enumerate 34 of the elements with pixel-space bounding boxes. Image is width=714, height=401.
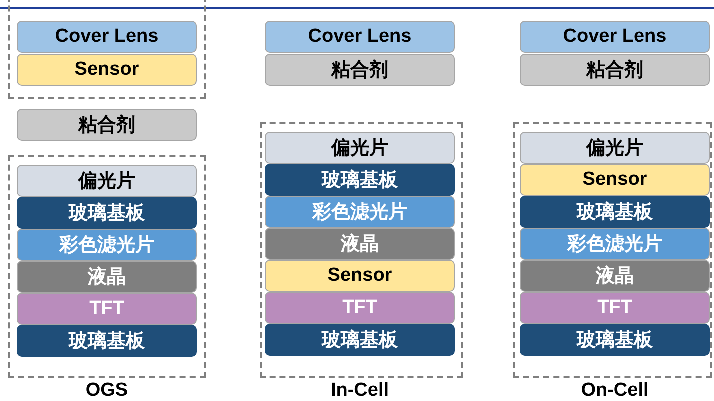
liquid-crystal-layer: 液晶 (520, 260, 710, 292)
dashed-group-box (513, 122, 712, 378)
sensor-layer: Sensor (520, 164, 710, 196)
tft-layer: TFT (520, 292, 710, 324)
column-caption: OGS (84, 380, 130, 401)
liquid-crystal-layer: 液晶 (265, 228, 455, 260)
adhesive-layer: 粘合剂 (17, 109, 197, 141)
adhesive-layer: 粘合剂 (520, 54, 710, 86)
dashed-group-box (260, 122, 463, 378)
glass-substrate-layer: 玻璃基板 (17, 325, 197, 357)
polarizer-layer: 偏光片 (520, 132, 710, 164)
cover-lens-layer: Cover Lens (520, 21, 710, 53)
glass-substrate-layer: 玻璃基板 (265, 324, 455, 356)
glass-substrate-layer: 玻璃基板 (520, 196, 710, 228)
dashed-group-box (8, 155, 206, 378)
tft-layer: TFT (17, 293, 197, 325)
color-filter-layer: 彩色滤光片 (520, 228, 710, 260)
glass-substrate-layer: 玻璃基板 (17, 197, 197, 229)
dashed-group-box (8, 0, 206, 99)
polarizer-layer: 偏光片 (17, 165, 197, 197)
sensor-layer: Sensor (265, 260, 455, 292)
cover-lens-layer: Cover Lens (265, 21, 455, 53)
adhesive-layer: 粘合剂 (265, 54, 455, 86)
glass-substrate-layer: 玻璃基板 (265, 164, 455, 196)
column-caption: In-Cell (330, 380, 390, 401)
color-filter-layer: 彩色滤光片 (17, 229, 197, 261)
column-caption: On-Cell (580, 380, 650, 401)
polarizer-layer: 偏光片 (265, 132, 455, 164)
glass-substrate-layer: 玻璃基板 (520, 324, 710, 356)
sensor-layer: Sensor (17, 54, 197, 86)
cover-lens-layer: Cover Lens (17, 21, 197, 53)
color-filter-layer: 彩色滤光片 (265, 196, 455, 228)
tft-layer: TFT (265, 292, 455, 324)
liquid-crystal-layer: 液晶 (17, 261, 197, 293)
